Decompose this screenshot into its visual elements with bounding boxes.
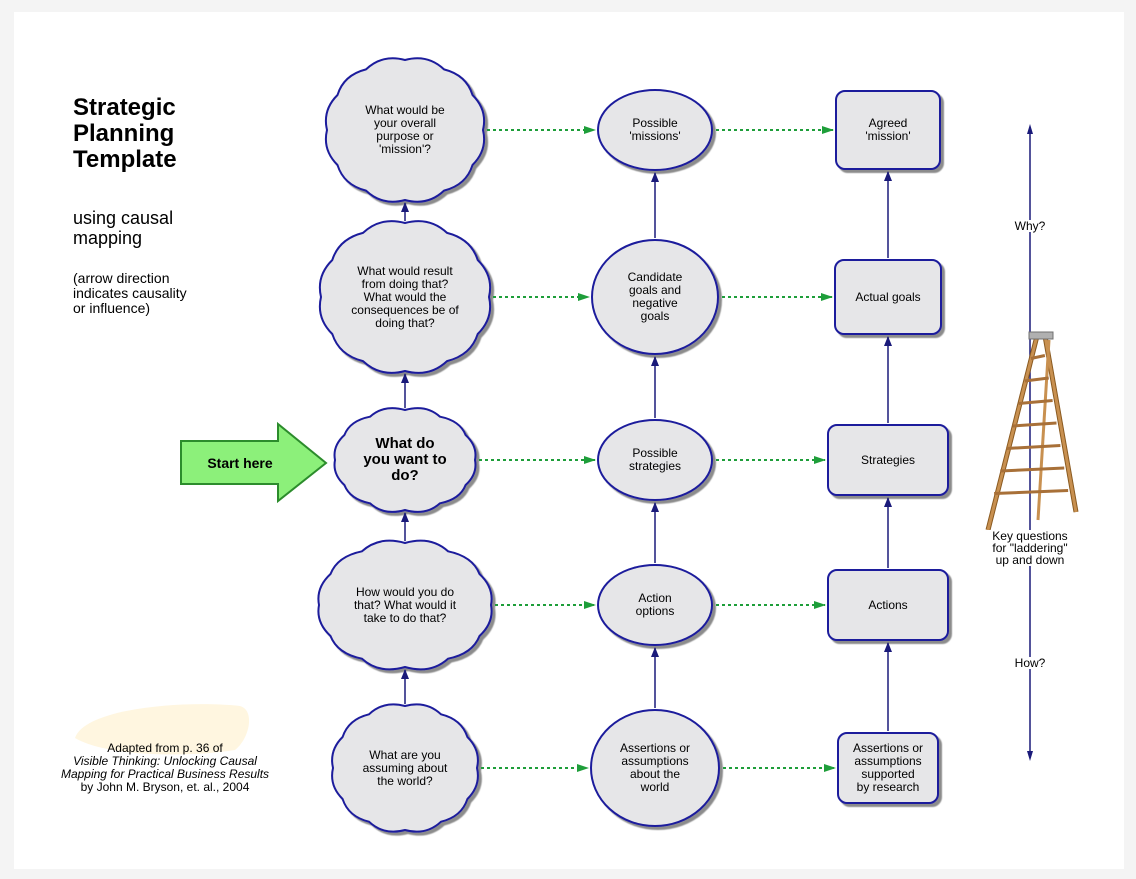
question-text: What would be your overall purpose or 'm… <box>365 103 445 156</box>
laddering-caption: Key questions for "laddering" up and dow… <box>982 530 1078 566</box>
outcome-text: Assertions or assumptions supported by r… <box>852 741 924 794</box>
option-text: Possible 'missions' <box>629 116 681 143</box>
question-text: What are you assuming about the world? <box>362 747 448 788</box>
question-text: What do you want to do? <box>363 435 447 484</box>
option-text: Candidate goals and negative goals <box>627 270 683 323</box>
citation-highlight <box>75 704 250 755</box>
page-title: Strategic Planning Template <box>73 95 177 173</box>
note-line: or influence) <box>73 300 151 316</box>
citation-source: Adapted from p. 36 of <box>107 741 223 755</box>
option-ellipse <box>590 709 720 827</box>
question-cloud <box>318 220 492 374</box>
note-line: indicates causality <box>73 285 187 301</box>
title-line: Planning <box>73 120 175 147</box>
option-ellipse <box>591 239 719 355</box>
citation: Adapted from p. 36 of Visible Thinking: … <box>60 742 270 794</box>
outcome-text: Agreed 'mission' <box>865 116 911 143</box>
page-subtitle: using causal mapping <box>73 208 173 248</box>
title-line: Template <box>73 146 177 173</box>
subtitle-line: using causal <box>73 208 174 228</box>
title-line: Strategic <box>73 94 176 121</box>
question-cloud <box>331 703 479 833</box>
option-text: Action options <box>635 591 675 618</box>
question-text: How would you do that? What would it tak… <box>353 584 457 625</box>
outcome-text: Actions <box>868 597 908 612</box>
note-line: (arrow direction <box>73 270 170 286</box>
arrow-direction-note: (arrow direction indicates causality or … <box>73 271 187 316</box>
outcome-box <box>837 732 939 804</box>
outcome-box <box>835 90 941 170</box>
subtitle-line: mapping <box>73 228 143 248</box>
option-text: Assertions or assumptions about the worl… <box>619 741 691 794</box>
question-cloud <box>324 57 486 203</box>
question-text: What would result from doing that? What … <box>351 263 459 330</box>
citation-authors: by John M. Bryson, et. al., 2004 <box>80 780 250 794</box>
outcome-text: Strategies <box>860 452 916 467</box>
question-cloud <box>317 539 493 671</box>
start-here-arrow <box>180 421 328 504</box>
start-here-label: Start here <box>207 454 273 471</box>
outcome-box <box>834 259 942 335</box>
how-label: How? <box>1008 657 1052 669</box>
axis-up-arrowhead <box>1027 124 1033 134</box>
outcome-text: Actual goals <box>855 289 921 304</box>
outcome-box <box>827 424 949 496</box>
why-label: Why? <box>1008 220 1052 232</box>
option-ellipse <box>597 89 713 171</box>
option-ellipse <box>597 564 713 646</box>
option-text: Possible strategies <box>628 446 682 473</box>
question-cloud <box>333 407 477 513</box>
axis-down-arrowhead <box>1027 751 1033 761</box>
outcome-box <box>827 569 949 641</box>
citation-book-title: Visible Thinking: Unlocking Causal Mappi… <box>60 754 270 781</box>
option-ellipse <box>597 419 713 501</box>
ladder-icon <box>985 331 1079 531</box>
